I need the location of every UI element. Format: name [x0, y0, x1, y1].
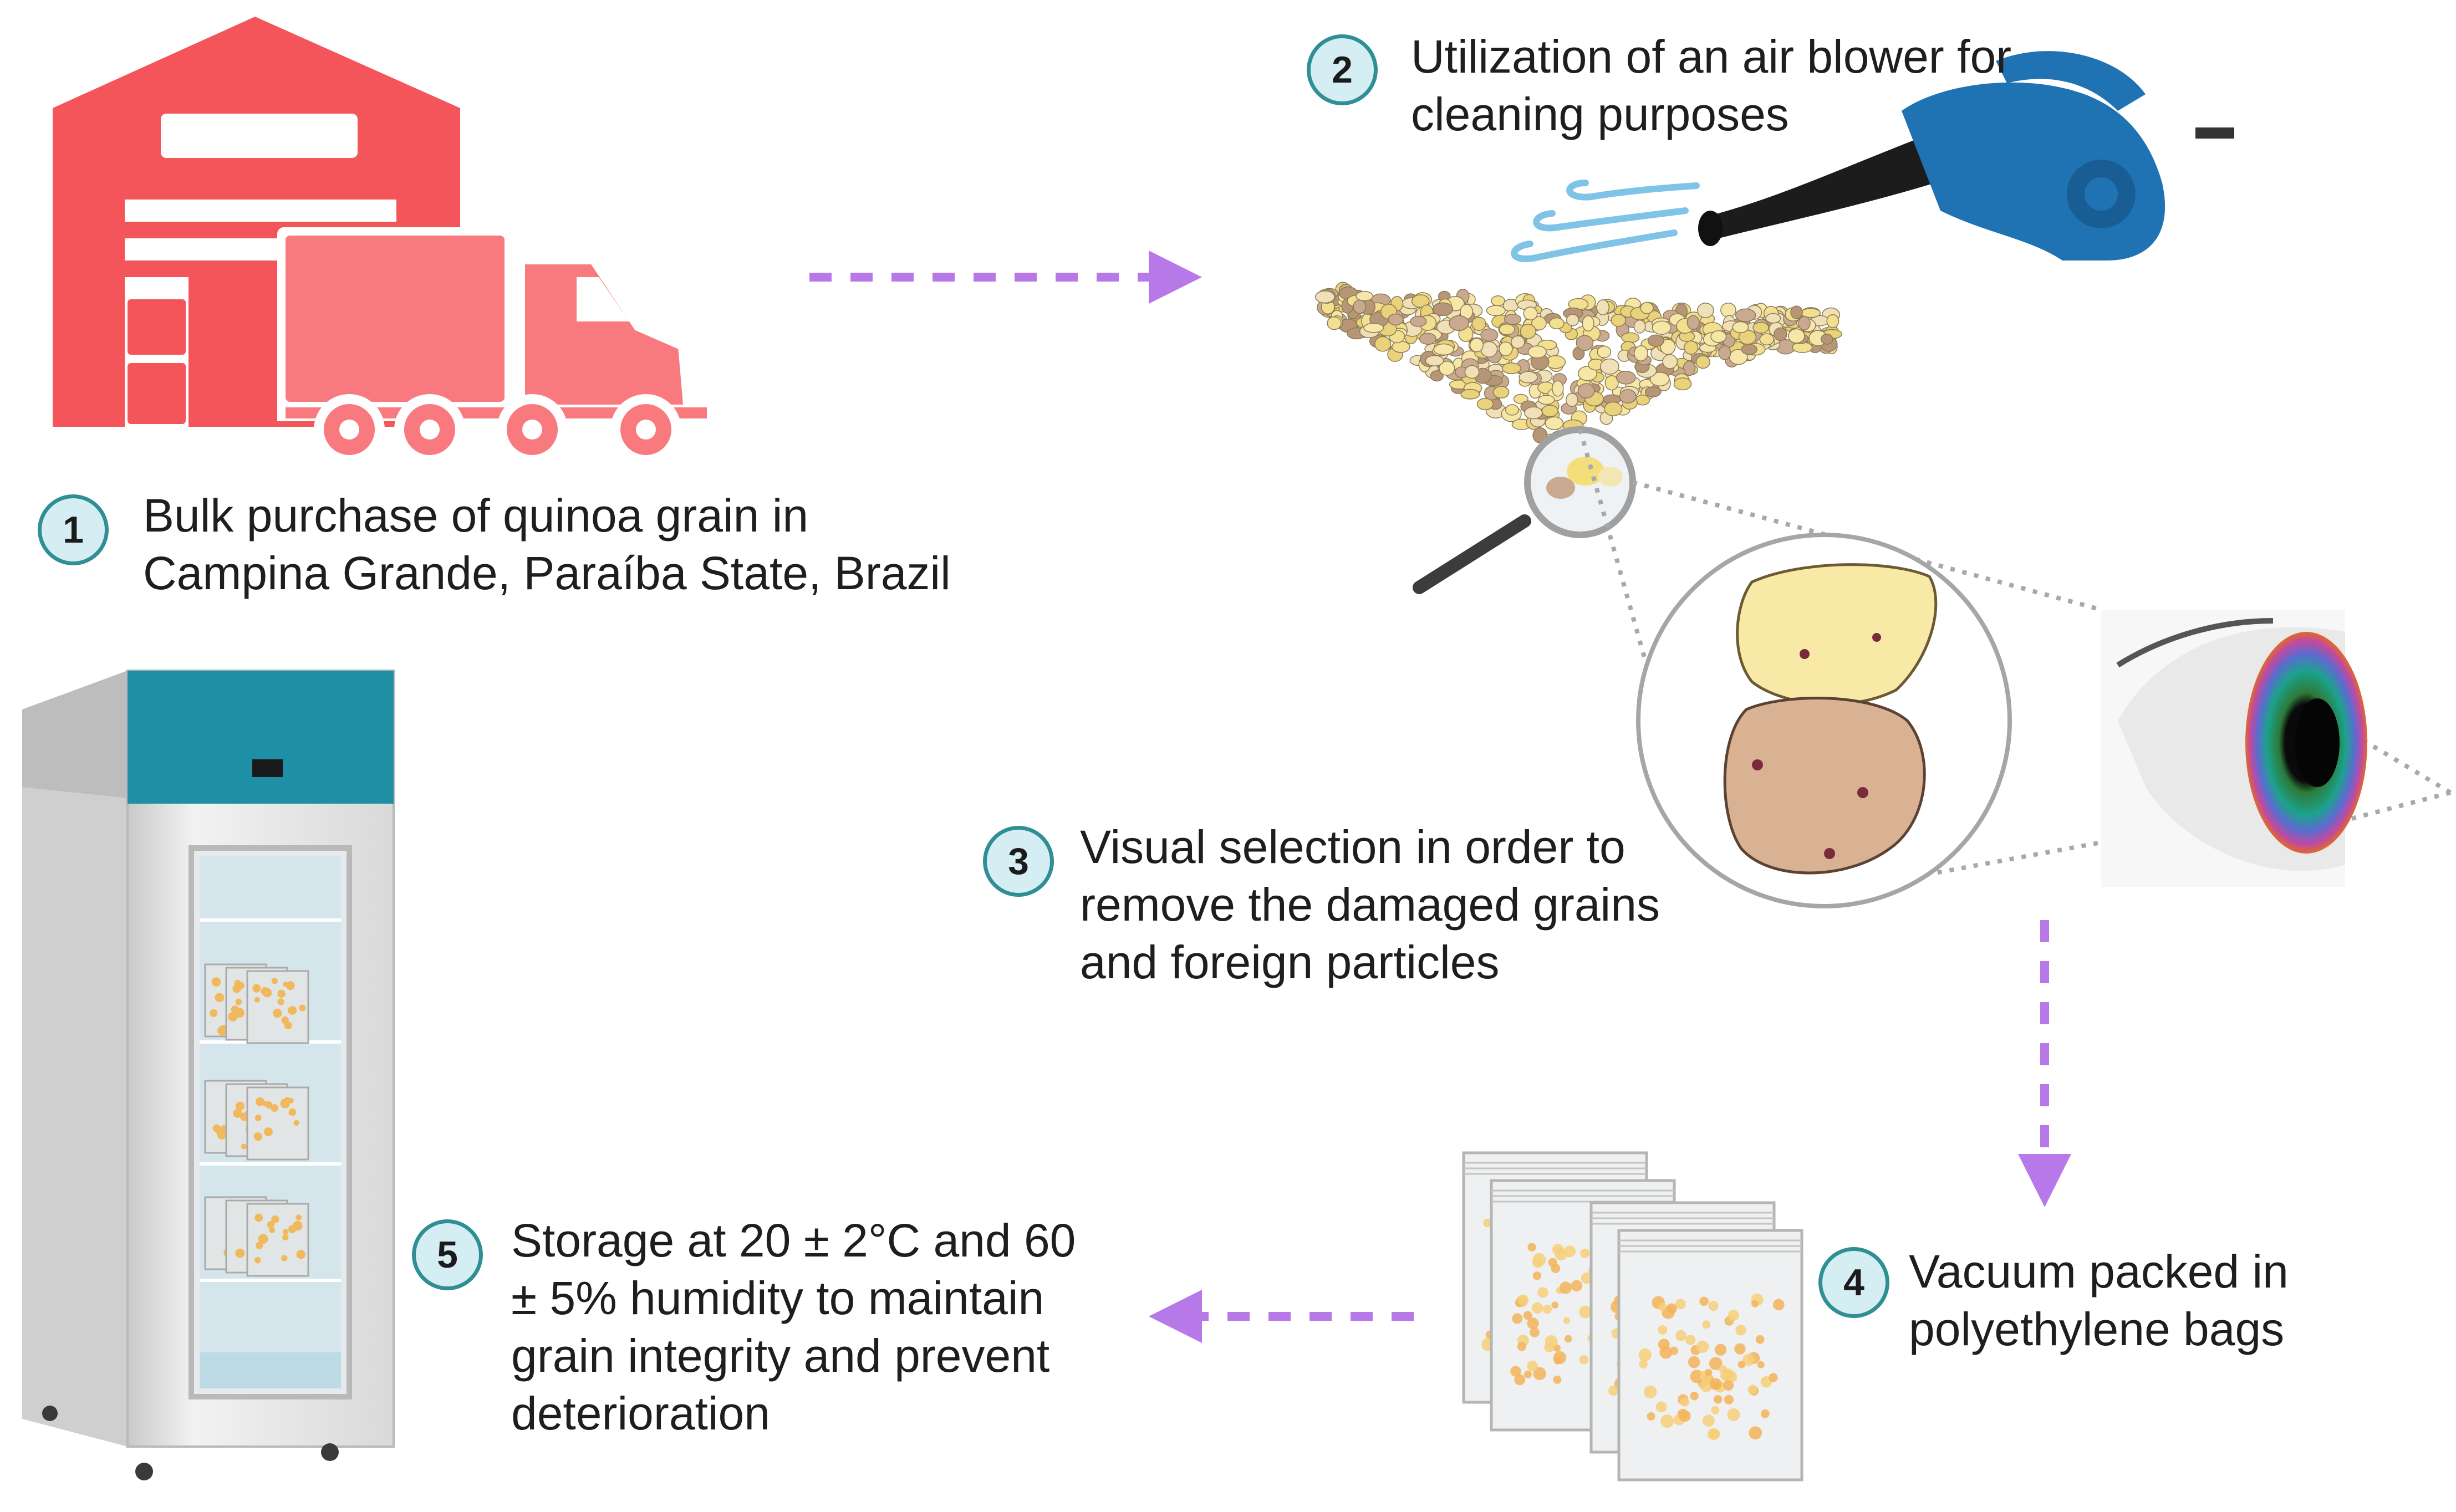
step-4-badge: 4	[1818, 1247, 1889, 1318]
step-5-text: Storage at 20 ± 2°C and 60 ± 5% humidity…	[511, 1214, 1076, 1439]
eye-icon	[2101, 610, 2367, 887]
fridge-icon	[22, 670, 395, 1480]
step-4-text: Vacuum packed in polyethylene bags	[1909, 1245, 2289, 1355]
quinoa-grain-pile	[1314, 282, 1842, 447]
truck-icon	[277, 227, 710, 465]
air-flow-lines	[1511, 180, 1700, 262]
step-3-badge: 3	[983, 826, 1054, 897]
step-2-badge: 2	[1307, 34, 1378, 105]
step-3-text: Visual selection in order to remove the …	[1080, 821, 1660, 988]
step-2-text: Utilization of an air blower for cleanin…	[1411, 30, 2012, 140]
step-1-badge: 1	[38, 494, 109, 565]
warehouse-icon	[53, 17, 460, 427]
magnifier-icon	[1413, 426, 1636, 594]
zoomed-grain-circle	[1636, 533, 2012, 908]
flow-arrows	[809, 251, 2071, 1343]
zoom-lines	[1578, 428, 2452, 895]
air-blower-icon	[1698, 51, 2234, 260]
step-5-badge: 5	[412, 1219, 483, 1290]
step-1-text: Bulk purchase of quinoa grain in Campina…	[143, 489, 951, 599]
vacuum-bags-icon	[1462, 1151, 1803, 1482]
